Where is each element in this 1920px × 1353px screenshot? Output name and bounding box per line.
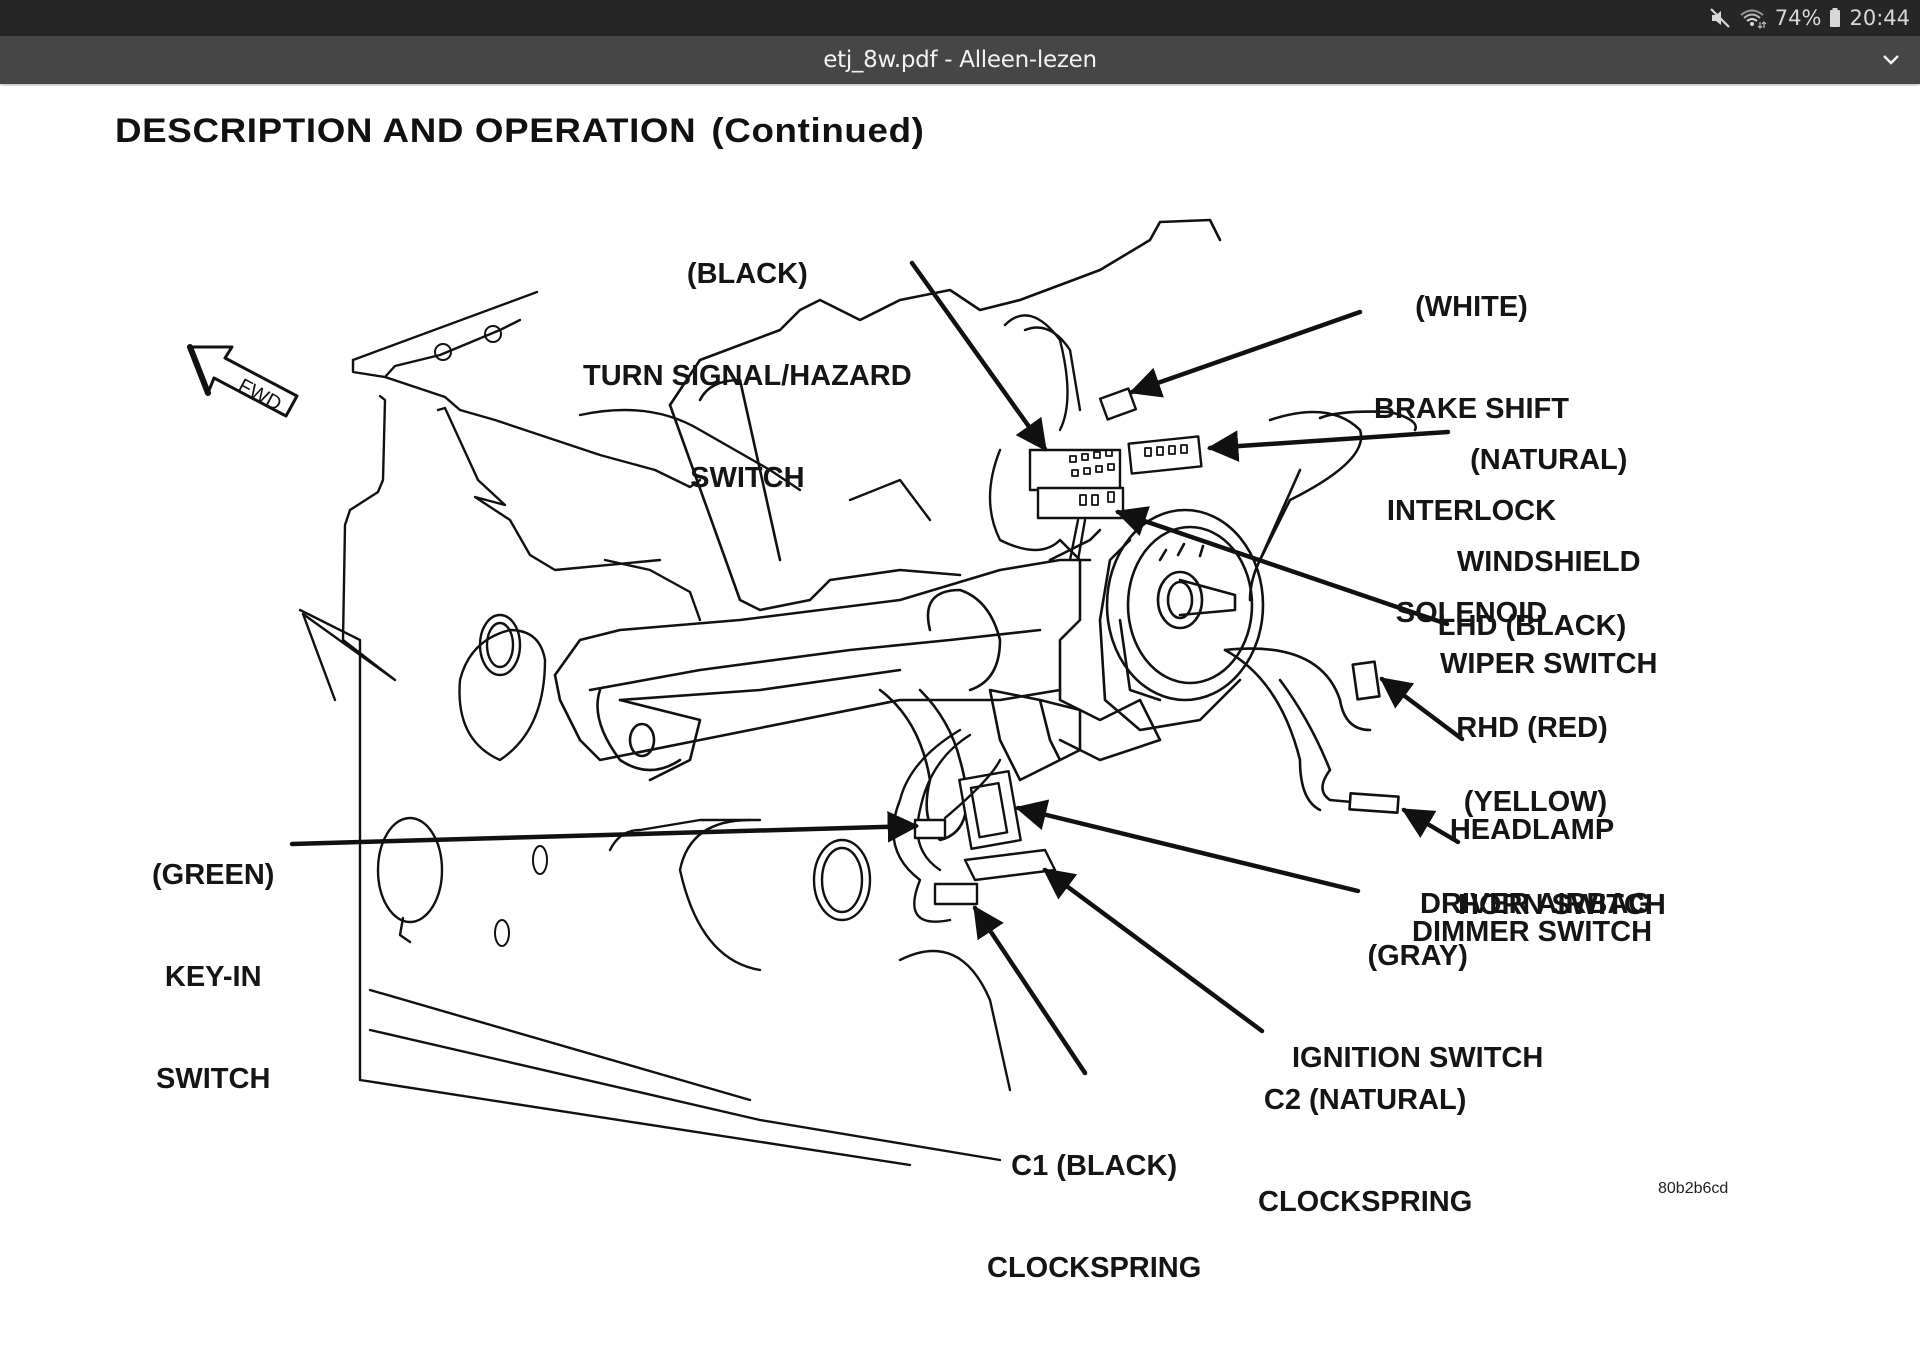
callout-line: RHD (RED): [1456, 712, 1608, 744]
callout-line: CLOCKSPRING: [987, 1252, 1202, 1284]
steering-column: [553, 218, 1222, 842]
callout-brake-shift-interlock-solenoid: (WHITE) BRAKE SHIFT INTERLOCK SOLENOID: [1374, 222, 1569, 698]
leader-turn-signal: [909, 260, 1048, 452]
callout-key-in-switch: (GREEN) KEY-IN SWITCH: [152, 790, 274, 1164]
callout-line: TURN SIGNAL/HAZARD: [583, 360, 912, 392]
leader-key-in: [289, 811, 920, 847]
callout-line: (YELLOW): [1463, 786, 1608, 818]
callout-line: INTERLOCK: [1386, 495, 1557, 527]
callout-driver-airbag: (YELLOW) DRIVER AIRBAG: [1420, 717, 1651, 989]
callout-windshield-wiper-switch: (NATURAL) WINDSHIELD WIPER SWITCH: [1440, 375, 1658, 749]
callout-line: DRIVER AIRBAG: [1420, 888, 1651, 920]
leader-ignition: [1014, 799, 1361, 894]
leader-airbag: [1379, 676, 1465, 742]
heading-main: DESCRIPTION AND OPERATION: [115, 112, 697, 150]
dash-panel-outline: [298, 290, 1012, 1167]
callout-headlamp-dimmer-switch: LHD (BLACK) RHD (RED) HEADLAMP DIMMER SW…: [1412, 541, 1652, 1017]
chevron-down-icon[interactable]: [1880, 50, 1902, 70]
callout-line: SWITCH: [156, 1063, 271, 1095]
callout-line: CLOCKSPRING: [1258, 1186, 1473, 1218]
callout-line: IGNITION SWITCH: [1292, 1042, 1544, 1074]
status-bar: 74% 20:44: [0, 0, 1920, 36]
clock: 20:44: [1849, 6, 1910, 30]
callout-line: C2 (NATURAL): [1263, 1084, 1467, 1116]
callout-line: BRAKE SHIFT: [1374, 393, 1569, 425]
steering-column-diagram: FWD: [187, 218, 1465, 1167]
callout-line: (NATURAL): [1470, 444, 1628, 476]
callout-c2-clockspring: C2 (NATURAL) CLOCKSPRING: [1258, 1015, 1472, 1287]
callout-line: KEY-IN: [164, 961, 262, 993]
callout-c1-clockspring: C1 (BLACK) CLOCKSPRING: [987, 1081, 1201, 1353]
document-title: etj_8w.pdf - Alleen-lezen: [823, 47, 1097, 73]
callout-line: (GRAY): [1367, 940, 1468, 972]
mute-icon: [1710, 8, 1730, 28]
callout-leaders: [289, 260, 1465, 1076]
heading-suffix: (Continued): [711, 112, 925, 150]
callout-line: C1 (BLACK): [1011, 1150, 1178, 1182]
callout-line: SWITCH: [690, 462, 805, 494]
callout-line: (GREEN): [152, 859, 275, 891]
callout-line: LHD (BLACK): [1437, 610, 1627, 642]
clockspring: [1098, 410, 1417, 814]
leader-headlamp: [1115, 506, 1450, 627]
figure-id: 80b2b6cd: [1658, 1180, 1729, 1197]
callout-line: DIMMER SWITCH: [1412, 916, 1653, 948]
callout-horn-switch: HORN SWITCH: [1458, 820, 1666, 990]
callout-line: WIPER SWITCH: [1440, 648, 1658, 680]
leader-wiper: [1206, 429, 1451, 462]
callout-line: WINDSHIELD: [1456, 546, 1641, 578]
callout-line: (BLACK): [686, 258, 808, 290]
callout-ignition-switch: (GRAY) IGNITION SWITCH: [1292, 871, 1543, 1143]
page-heading: DESCRIPTION AND OPERATION (Continued): [115, 112, 925, 151]
battery-percent: 74%: [1774, 6, 1822, 30]
leader-brake-shift: [1129, 309, 1363, 398]
leader-c1: [972, 905, 1088, 1076]
turn-signal-connectors: [988, 314, 1203, 562]
callout-line: HORN SWITCH: [1458, 889, 1666, 921]
leader-c2: [1042, 867, 1265, 1034]
battery-icon: [1830, 8, 1841, 27]
pdf-page: DESCRIPTION AND OPERATION (Continued) FWD: [0, 86, 1920, 1284]
wifi-icon: [1740, 9, 1767, 29]
callout-line: (WHITE): [1415, 291, 1528, 323]
pdf-viewer-title-bar: etj_8w.pdf - Alleen-lezen: [0, 36, 1920, 84]
leader-horn: [1401, 807, 1461, 845]
forward-direction-icon: FWD: [187, 344, 299, 418]
callout-line: SOLENOID: [1395, 597, 1548, 629]
status-icons: 74% 20:44: [1709, 0, 1910, 36]
callout-line: HEADLAMP: [1449, 814, 1615, 846]
callout-turn-signal-hazard-switch: (BLACK) TURN SIGNAL/HAZARD SWITCH: [583, 189, 912, 563]
